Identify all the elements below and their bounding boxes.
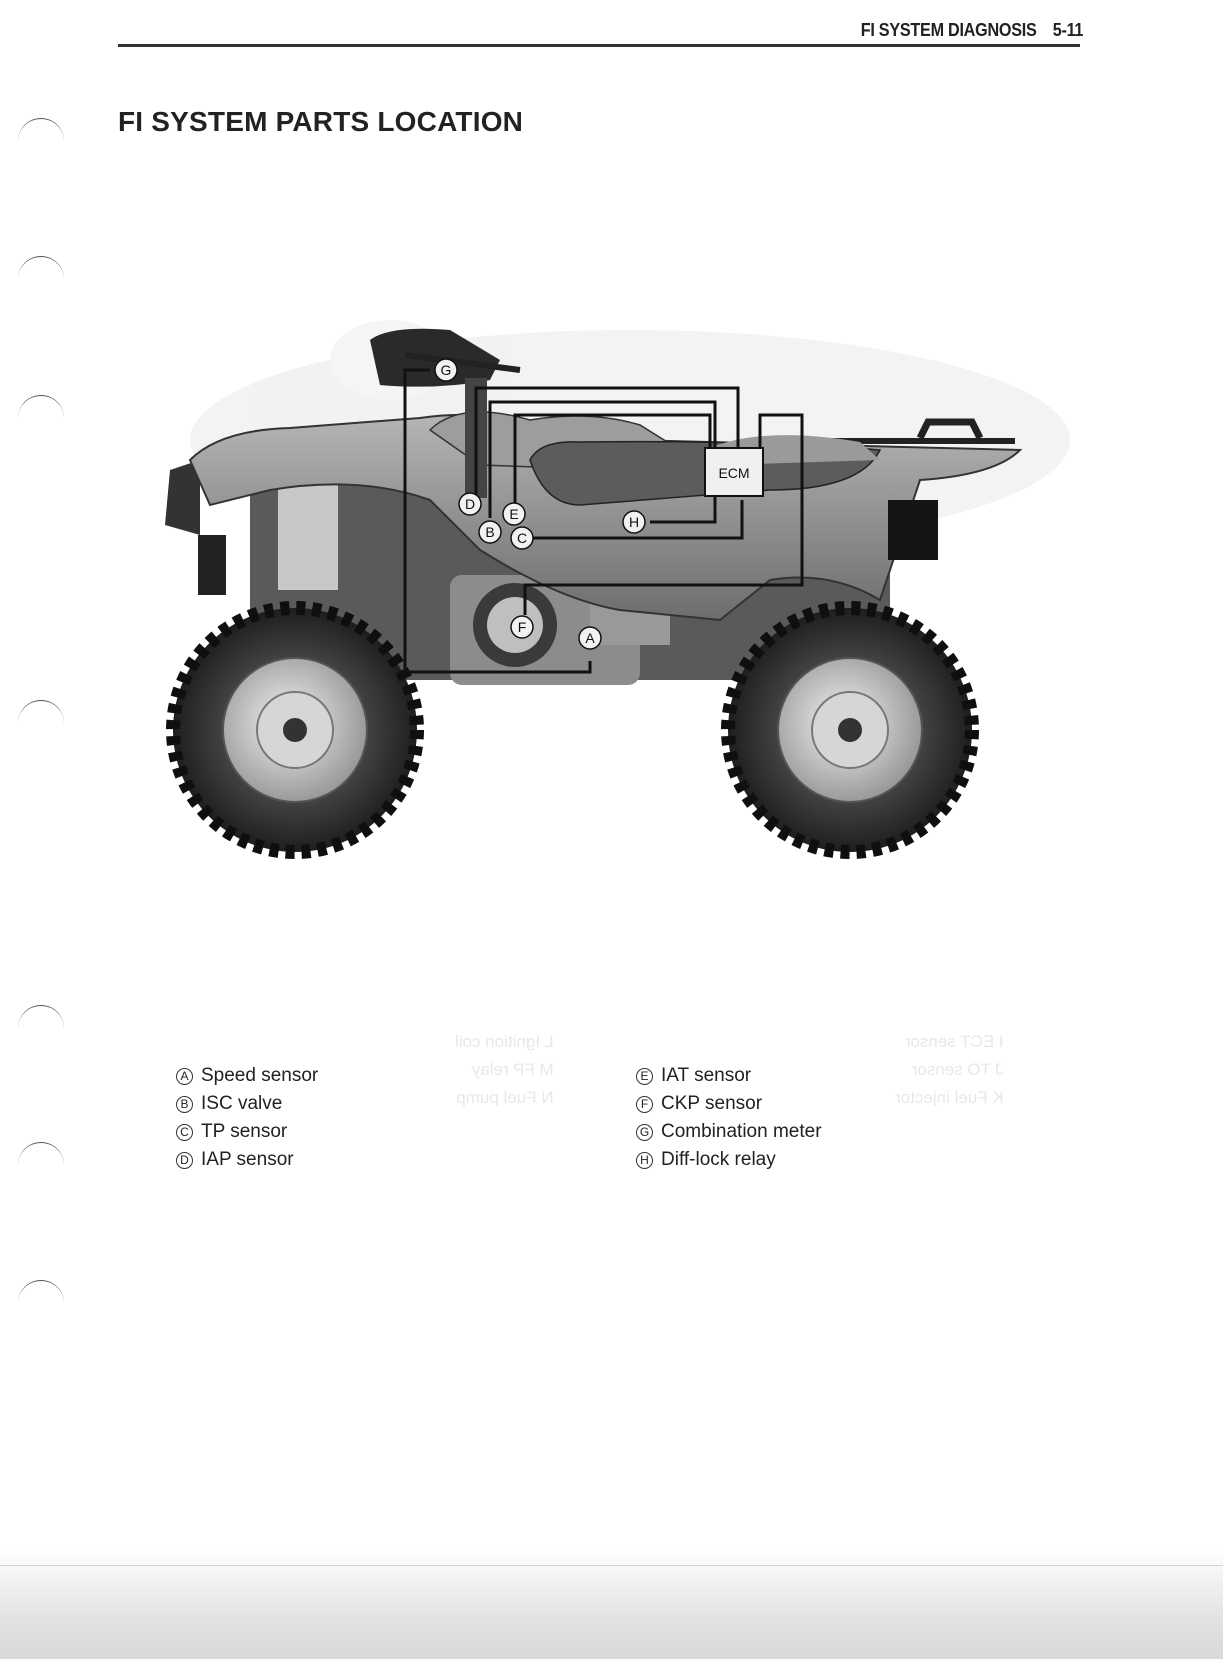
- wiring-lines: [403, 368, 804, 674]
- marker-e: E: [502, 502, 526, 526]
- binder-hole-mark: [18, 395, 64, 420]
- binder-hole-mark: [18, 256, 64, 281]
- legend-label: IAP sensor: [201, 1149, 294, 1170]
- legend-item: C TP sensor: [176, 1118, 318, 1146]
- legend-item: F CKP sensor: [636, 1090, 822, 1118]
- atv-parts-location-figure: ECM A B C D E F G: [165, 320, 1070, 859]
- marker-b-letter: B: [485, 524, 494, 540]
- marker-f-letter: F: [518, 619, 527, 635]
- rear-rack: [800, 418, 1015, 444]
- front-bumper: [165, 460, 226, 595]
- header-section-title: FI SYSTEM DIAGNOSIS: [860, 20, 1037, 40]
- legend-marker: D: [176, 1151, 193, 1169]
- legend-marker: F: [636, 1095, 653, 1113]
- marker-e-letter: E: [509, 506, 518, 522]
- front-wheel: [166, 601, 424, 859]
- legend-left-column: A Speed sensor B ISC valve C TP sensor D…: [176, 1062, 318, 1174]
- legend-item: D IAP sensor: [176, 1146, 318, 1174]
- legend-item: A Speed sensor: [176, 1062, 318, 1090]
- ecm-box: ECM: [704, 447, 764, 497]
- legend-label: ISC valve: [201, 1093, 283, 1114]
- ecm-box-frame: [704, 447, 764, 497]
- legend-label: IAT sensor: [661, 1065, 752, 1086]
- marker-g: G: [434, 358, 458, 382]
- legend-label: CKP sensor: [661, 1093, 763, 1114]
- legend-label: Speed sensor: [201, 1065, 319, 1086]
- legend-marker: E: [636, 1067, 653, 1085]
- marker-c: C: [510, 526, 534, 550]
- legend-label: Combination meter: [661, 1121, 822, 1142]
- bleed-through-right: I ECT sensor J TO sensor K Fuel injector: [895, 1032, 1004, 1107]
- marker-h-letter: H: [629, 514, 639, 530]
- legend-label: TP sensor: [201, 1121, 288, 1142]
- marker-b: B: [478, 520, 502, 544]
- atv-body: [188, 328, 1023, 622]
- page-number: 5-11: [1052, 20, 1084, 40]
- marker-d: D: [458, 492, 482, 516]
- binder-hole-mark: [18, 1005, 64, 1030]
- legend-item: H Diff-lock relay: [636, 1146, 822, 1174]
- marker-h: H: [622, 510, 646, 534]
- legend-marker: C: [176, 1123, 193, 1141]
- legend-marker: B: [176, 1095, 193, 1113]
- marker-f: F: [510, 615, 534, 639]
- scan-shadow: [0, 1549, 1223, 1659]
- rear-wheel: [721, 601, 979, 859]
- running-header: FI SYSTEM DIAGNOSIS 5-11: [860, 20, 1084, 41]
- bleed-through-left: L Ignition coil M FP relay N Fuel pump: [455, 1032, 554, 1107]
- binder-hole-mark: [18, 1142, 64, 1167]
- binder-hole-mark: [18, 118, 64, 143]
- legend-item: E IAT sensor: [636, 1062, 822, 1090]
- binder-hole-mark: [18, 1280, 64, 1305]
- legend-marker: G: [636, 1123, 653, 1141]
- legend-item: G Combination meter: [636, 1118, 822, 1146]
- binder-hole-mark: [18, 700, 64, 725]
- ecm-label: ECM: [718, 465, 749, 481]
- part-markers: A B C D E F G H: [434, 358, 646, 650]
- marker-g-letter: G: [441, 362, 452, 378]
- legend-marker: A: [176, 1067, 193, 1085]
- legend-item: B ISC valve: [176, 1090, 318, 1118]
- legend-label: Diff-lock relay: [661, 1149, 776, 1170]
- legend-marker: H: [636, 1151, 653, 1169]
- marker-c-letter: C: [517, 530, 527, 546]
- header-rule: [118, 44, 1080, 47]
- marker-a: A: [578, 626, 602, 650]
- page-title: FI SYSTEM PARTS LOCATION: [118, 106, 524, 137]
- legend-right-column: E IAT sensor F CKP sensor G Combination …: [636, 1062, 822, 1174]
- marker-d-letter: D: [465, 496, 475, 512]
- marker-a-letter: A: [585, 630, 595, 646]
